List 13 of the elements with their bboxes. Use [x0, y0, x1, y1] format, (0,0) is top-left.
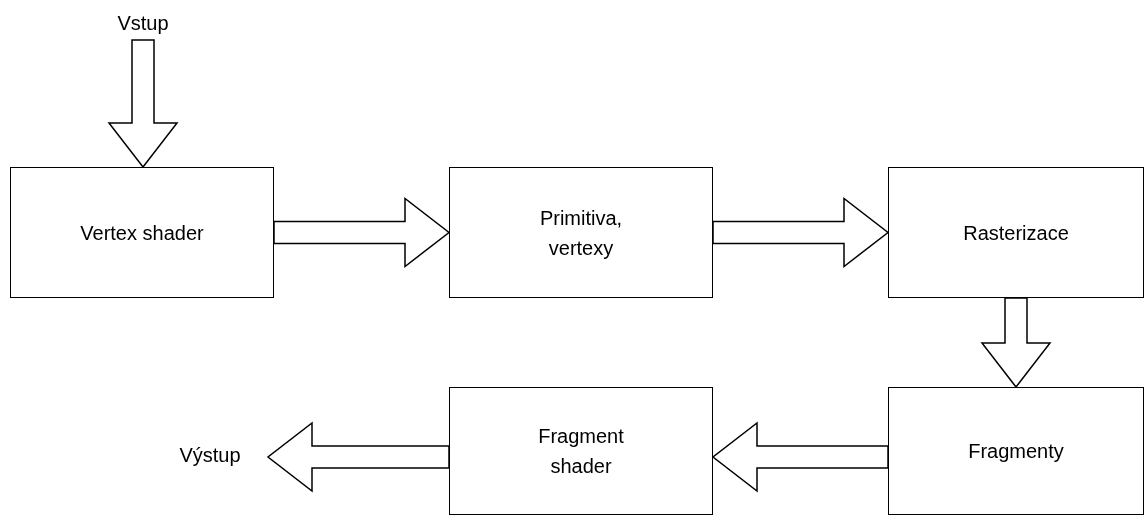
process-box: Vertex shader: [10, 167, 274, 298]
block-arrow: [711, 421, 889, 493]
process-box: Fragment shader: [449, 387, 713, 515]
block-arrow: [266, 421, 450, 493]
block-arrow: [107, 39, 179, 169]
io-label: Vstup: [100, 6, 186, 40]
block-arrow: [712, 196, 890, 269]
process-box: Rasterizace: [888, 167, 1144, 298]
block-arrow: [980, 297, 1052, 389]
process-box: Primitiva, vertexy: [449, 167, 713, 298]
block-arrow: [273, 196, 451, 269]
io-label: Výstup: [152, 438, 268, 472]
process-box: Fragmenty: [888, 387, 1144, 515]
